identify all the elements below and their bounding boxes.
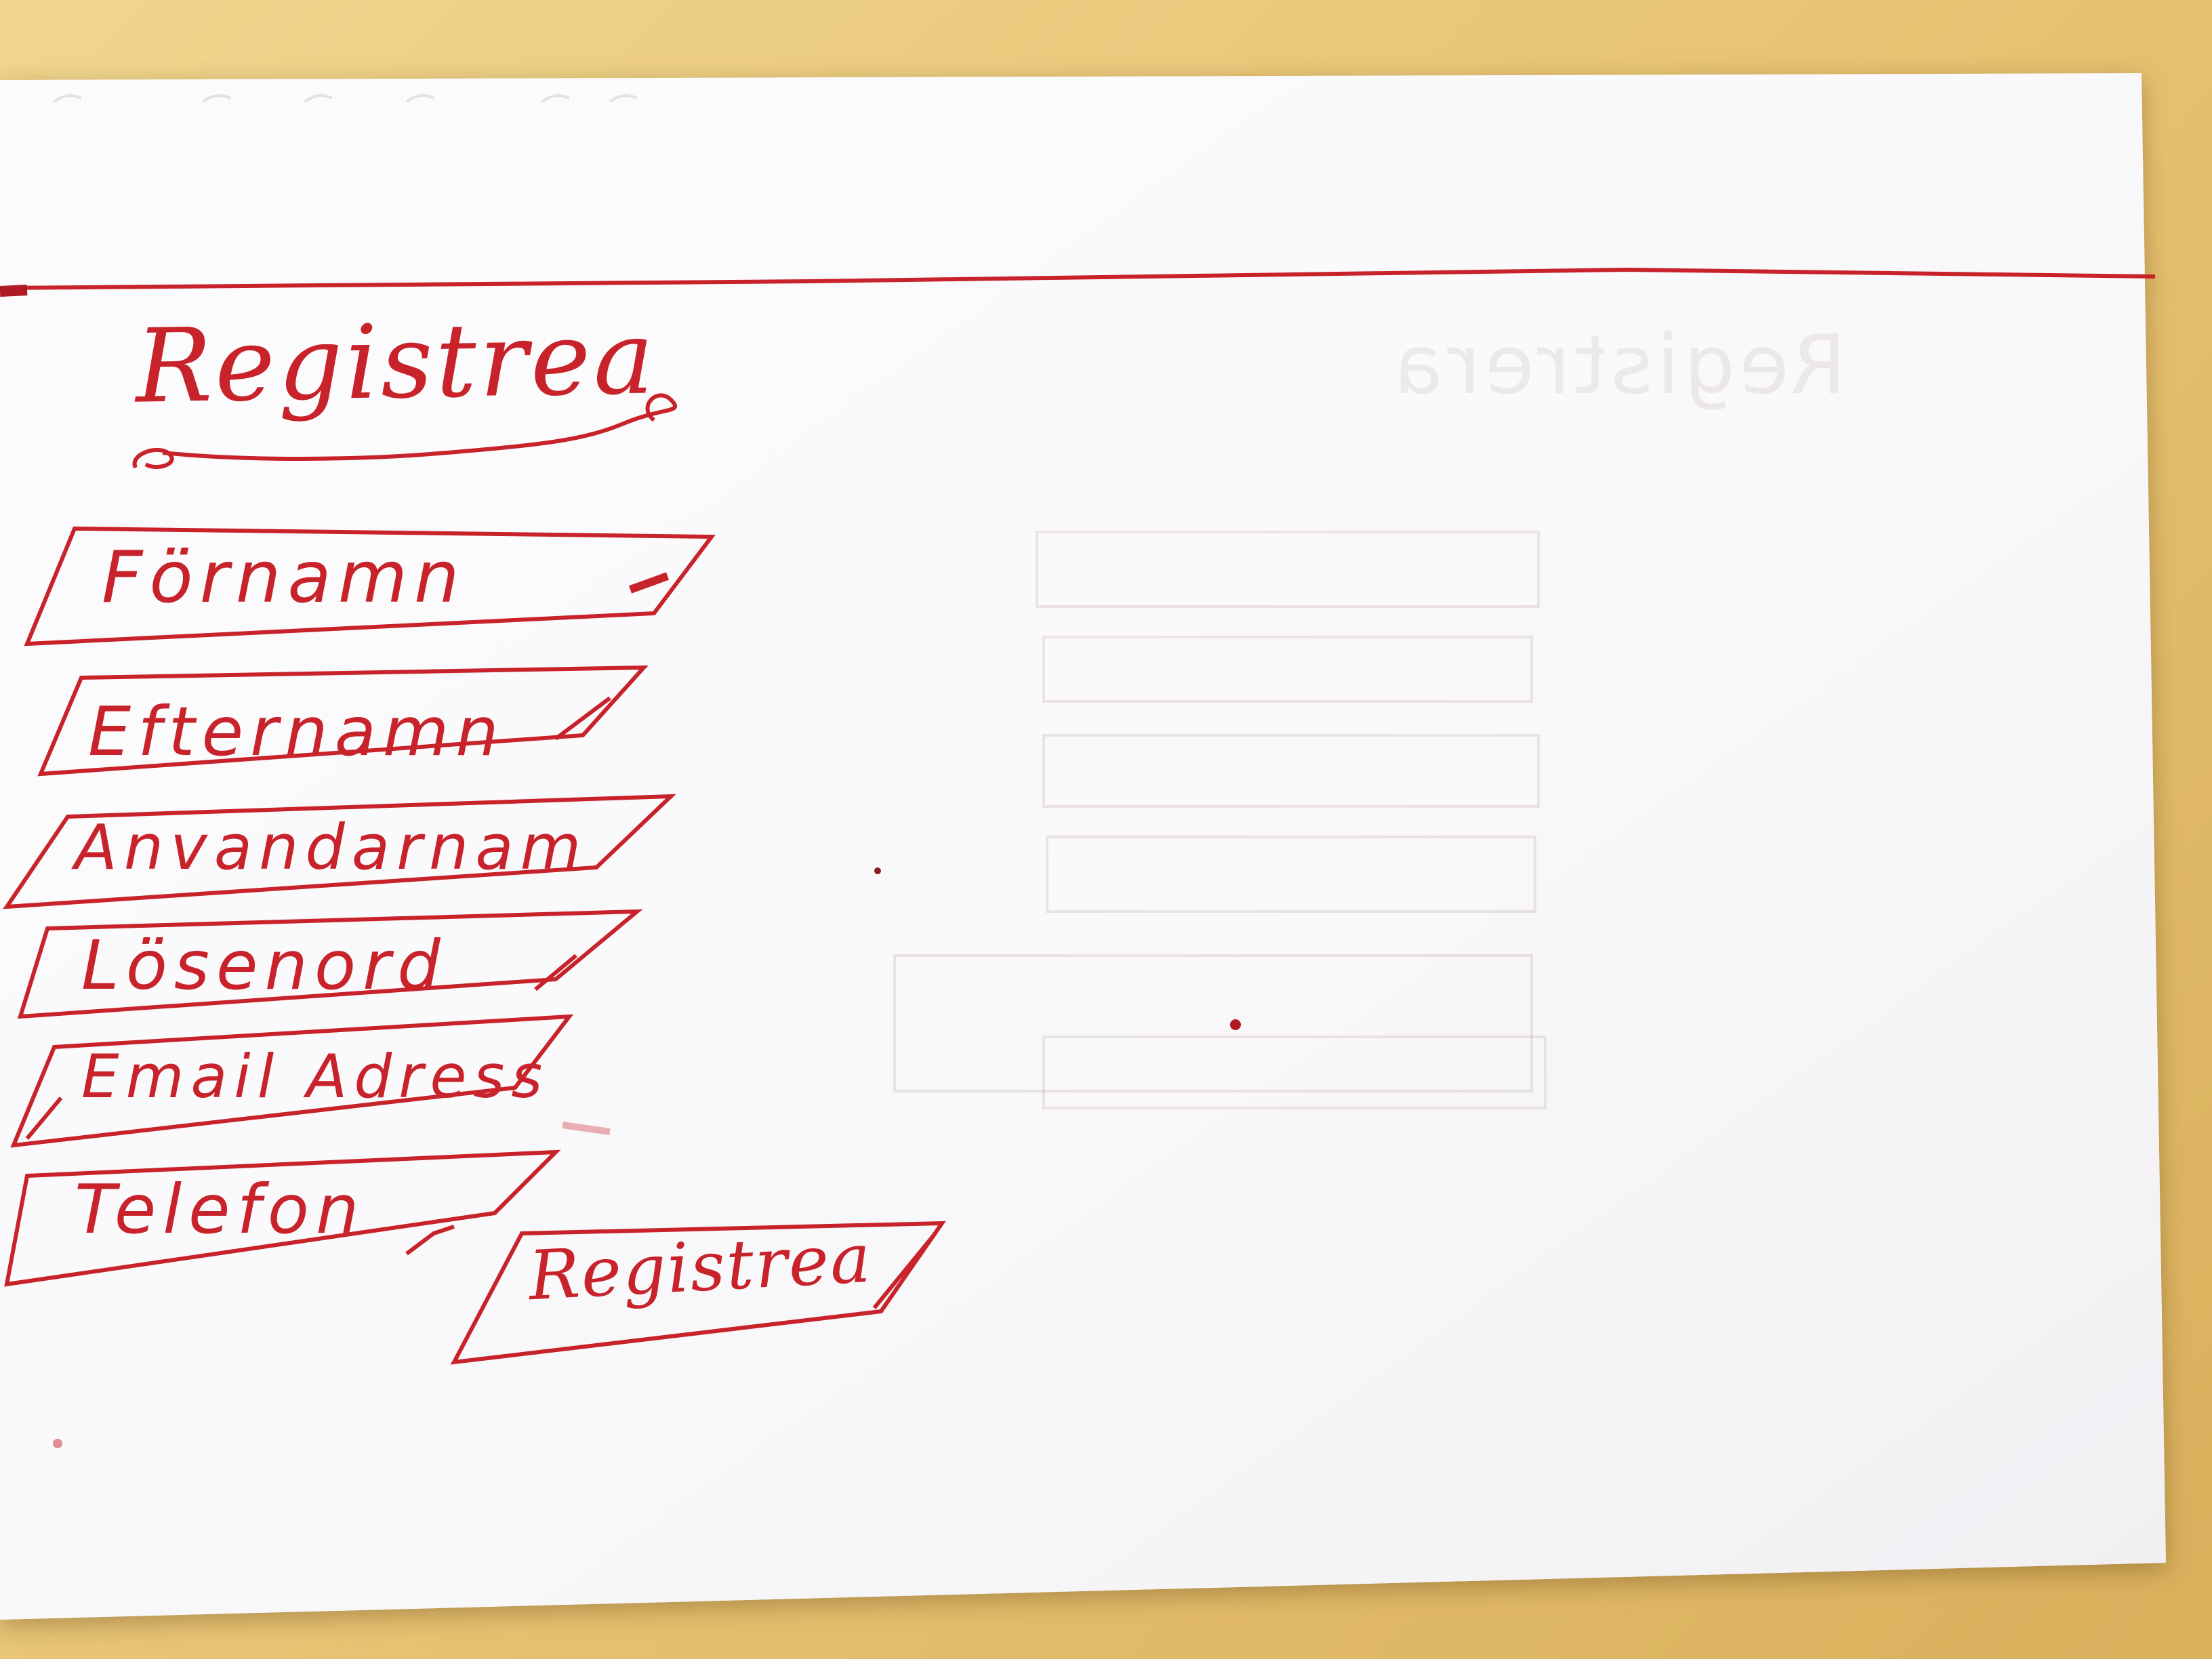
field-outline-6 — [4, 1149, 561, 1287]
register-button[interactable]: Registrea — [527, 1218, 874, 1316]
first-name-label: Förnamn — [102, 536, 466, 619]
field-outline-2 — [37, 665, 649, 777]
field-outline-4 — [17, 909, 643, 1019]
last-name-label: Efternamn — [88, 692, 506, 771]
email-label: Email Adress — [81, 1042, 550, 1111]
header-divider — [0, 267, 2156, 290]
field-outline-3 — [3, 794, 676, 909]
username-label: Anvandarnam — [75, 811, 588, 884]
submit-outline — [450, 1221, 946, 1365]
field-outline-5 — [10, 1014, 574, 1148]
page-title: Registrea — [134, 299, 658, 426]
title-flourish — [162, 393, 677, 461]
field-outline-1 — [24, 526, 716, 647]
password-label: Lösenord — [81, 926, 447, 1005]
phone-label: Telefon — [75, 1170, 366, 1249]
ghost-title: Registrera — [1389, 319, 1847, 413]
